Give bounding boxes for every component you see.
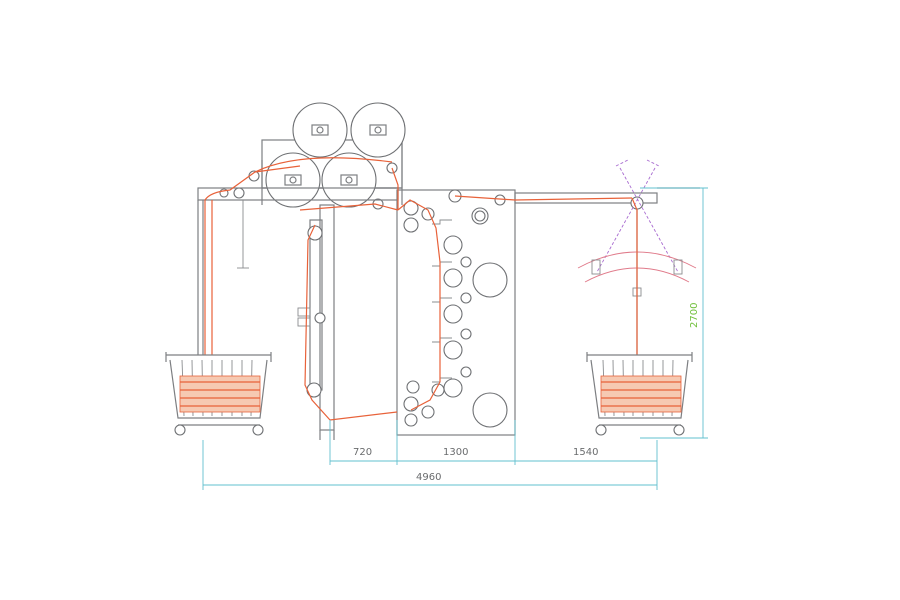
supply-roll-top-left <box>292 102 348 158</box>
supply-roll-bottom-left <box>265 152 321 208</box>
dimension-720: 720 <box>353 447 372 458</box>
dimension-4960: 4960 <box>416 472 441 483</box>
right-beam <box>514 187 700 355</box>
supply-roll-top-right <box>350 102 406 158</box>
left-beam <box>197 187 399 355</box>
supply-roll-bottom-right <box>321 152 377 208</box>
dimension-1540: 1540 <box>573 447 598 458</box>
dimension-1300: 1300 <box>443 447 468 458</box>
fabric-path <box>204 157 638 421</box>
left-cart <box>165 352 272 436</box>
dimension-lines <box>202 187 708 490</box>
right-cart <box>586 352 693 436</box>
processing-cabinet <box>396 189 516 436</box>
dimension-2700: 2700 <box>689 303 700 328</box>
center-column <box>297 204 335 440</box>
